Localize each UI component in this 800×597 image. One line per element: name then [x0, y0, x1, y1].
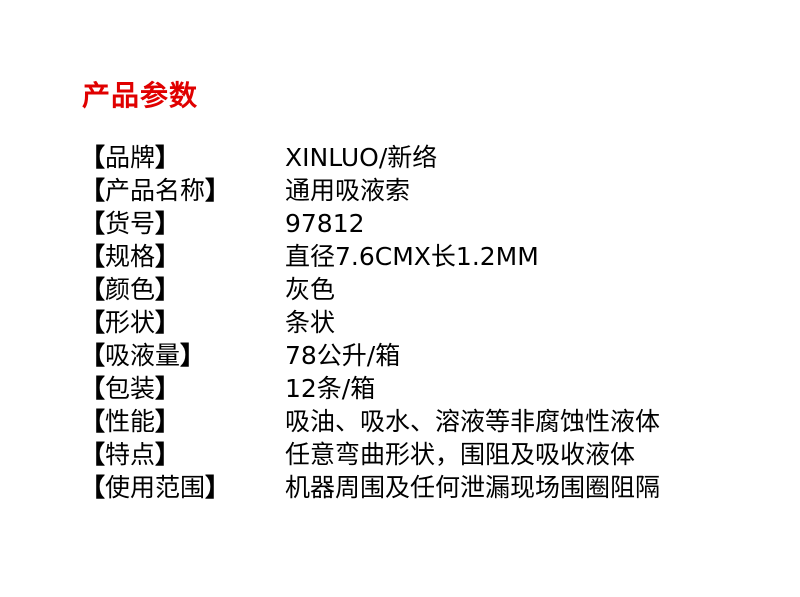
param-label: 【形状】	[80, 308, 181, 337]
param-row-absorption-capacity: 【吸液量】 78公升/箱	[80, 339, 660, 372]
param-value: 吸油、吸水、溶液等非腐蚀性液体	[285, 407, 661, 436]
param-value: 97812	[285, 209, 365, 238]
param-row-color: 【颜色】 灰色	[80, 273, 660, 306]
param-row-shape: 【形状】 条状	[80, 306, 660, 339]
param-label: 【特点】	[80, 440, 181, 469]
param-label: 【规格】	[80, 242, 181, 271]
param-row-packaging: 【包装】 12条/箱	[80, 372, 660, 405]
param-row-usage-scope: 【使用范围】 机器周围及任何泄漏现场围圈阻隔	[80, 471, 660, 504]
param-label: 【使用范围】	[80, 473, 231, 502]
param-value: 78公升/箱	[285, 341, 401, 370]
param-row-product-name: 【产品名称】 通用吸液索	[80, 174, 660, 207]
param-value: 任意弯曲形状，围阻及吸收液体	[285, 440, 636, 469]
param-value: 条状	[285, 308, 336, 337]
param-label: 【品牌】	[80, 143, 181, 172]
param-row-brand: 【品牌】 XINLUO/新络	[80, 141, 660, 174]
param-value: 灰色	[285, 275, 336, 304]
param-value: 12条/箱	[285, 374, 376, 403]
param-label: 【颜色】	[80, 275, 181, 304]
page-title: 产品参数	[82, 79, 199, 112]
param-row-item-number: 【货号】 97812	[80, 207, 660, 240]
param-label: 【包装】	[80, 374, 181, 403]
param-row-performance: 【性能】 吸油、吸水、溶液等非腐蚀性液体	[80, 405, 660, 438]
param-value: 通用吸液索	[285, 176, 411, 205]
param-value: XINLUO/新络	[285, 143, 438, 172]
param-label: 【吸液量】	[80, 341, 206, 370]
param-row-features: 【特点】 任意弯曲形状，围阻及吸收液体	[80, 438, 660, 471]
param-row-specification: 【规格】 直径7.6CMX长1.2MM	[80, 240, 660, 273]
product-parameter-list: 【品牌】 XINLUO/新络 【产品名称】 通用吸液索 【货号】 97812 【…	[80, 141, 660, 504]
param-label: 【性能】	[80, 407, 181, 436]
param-label: 【产品名称】	[80, 176, 231, 205]
param-value: 机器周围及任何泄漏现场围圈阻隔	[285, 473, 661, 502]
param-value: 直径7.6CMX长1.2MM	[285, 242, 539, 271]
param-label: 【货号】	[80, 209, 181, 238]
